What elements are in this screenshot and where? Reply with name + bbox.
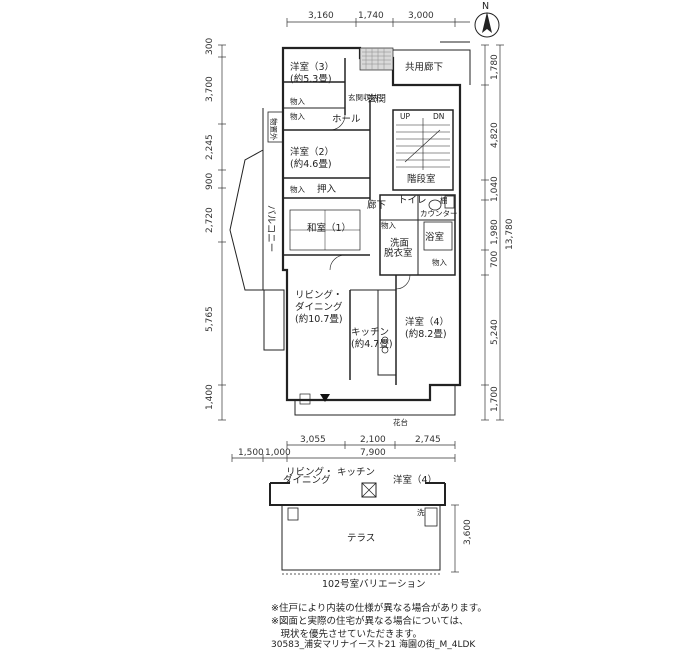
room-closet-2: 物入 (290, 96, 305, 106)
dim-variation: 3,600 (463, 519, 473, 545)
room-oshiire: 押入 (317, 183, 337, 195)
room-flower-stand: 花台 (393, 417, 408, 427)
variation-wash: 洗 (417, 507, 425, 517)
room-common-corridor: 共用廊下 (405, 61, 443, 73)
dim-top-3: 3,000 (408, 11, 434, 21)
room-western4-size: (約8.2畳) (405, 328, 447, 340)
dim-bottom-2: 2,100 (360, 435, 386, 445)
room-western3-size: (約5.3畳) (290, 73, 332, 85)
dim-left-4: 900 (205, 173, 215, 190)
dim-left-1: 300 (205, 38, 215, 55)
room-western3-name: 洋室（3） (290, 61, 334, 73)
variation-western4: 洋室（4） (393, 474, 437, 486)
note-line-1: ※住戸により内装の仕様が異なる場合があります。 (271, 603, 487, 614)
footer-code: 30583_浦安マリナイースト21 海園の街_M_4LDK (271, 640, 476, 650)
variation-kitchen: キッチン (337, 467, 375, 478)
room-entrance: 玄関 (367, 93, 386, 105)
variation-living-name: リビング・ (286, 466, 334, 478)
dim-bottom-total: 7,900 (360, 448, 386, 458)
hatched-storage (359, 47, 394, 71)
variation-caption: 102号室バリエーション (322, 578, 425, 590)
dim-right-total: 13,780 (505, 218, 515, 250)
room-shoe-storage: 玄関収納 (348, 92, 378, 102)
dim-left-5: 2,720 (205, 207, 215, 233)
dim-top-2: 1,740 (358, 11, 384, 21)
room-stairwell: 階段室 (407, 173, 436, 185)
entry-triangle-icon (320, 394, 330, 402)
dim-left-6: 5,765 (205, 306, 215, 332)
room-corridor: 廊下 (367, 199, 386, 211)
room-living-name2: ダイニング (295, 301, 343, 313)
dim-bottom-5: 1,000 (265, 448, 291, 458)
room-living-name: リビング・ (295, 289, 343, 301)
north-label: N (482, 1, 489, 12)
dim-bottom-4: 1,500 (238, 448, 264, 458)
stair-up-label: UP (400, 112, 410, 121)
room-kitchen-size: (約4.7畳) (351, 338, 393, 350)
room-kitchen-name: キッチン (351, 327, 389, 338)
north-arrow-icon (474, 12, 500, 38)
room-western2-name: 洋室（2） (290, 146, 334, 158)
room-shelf: 棚 (440, 195, 448, 205)
dim-bottom-1: 3,055 (300, 435, 326, 445)
room-living-size: (約10.7畳) (295, 313, 343, 325)
room-western4-name: 洋室（4） (405, 316, 449, 328)
room-closet-1: 物入 (290, 184, 305, 194)
room-outdoor-storage: 物置外 (269, 118, 279, 141)
dim-left-7: 1,400 (205, 384, 215, 410)
dim-left-2: 3,700 (205, 76, 215, 102)
dim-bottom-3: 2,745 (415, 435, 441, 445)
room-japanese1: 和室（1） (307, 222, 351, 234)
room-closet-4: 物入 (381, 220, 396, 230)
room-hall: ホール (332, 114, 361, 125)
room-dressing: 脱衣室 (384, 247, 413, 259)
room-toilet: トイレ (398, 195, 427, 206)
variation-terrace: テラス (347, 533, 375, 544)
room-closet-5: 物入 (432, 257, 447, 267)
variation-living-name2: ダイニング (283, 474, 331, 486)
note-line-2: ※図面と実際の住宅が異なる場合については、 (271, 616, 469, 627)
dim-right-2: 4,820 (490, 122, 500, 148)
room-balcony: バルコニー (265, 205, 276, 252)
room-western2-size: (約4.6畳) (290, 158, 332, 170)
dim-right-1: 1,780 (490, 54, 500, 80)
dim-right-5: 700 (490, 251, 500, 268)
dim-right-3: 1,040 (490, 176, 500, 202)
dim-right-6: 5,240 (490, 319, 500, 345)
room-washroom: 洗面 (390, 237, 409, 249)
dim-top-1: 3,160 (308, 11, 334, 21)
dim-right-4: 1,980 (490, 219, 500, 245)
note-line-3: 現状を優先させていただきます。 (271, 629, 423, 640)
stair-dn-label: DN (433, 112, 444, 121)
room-bathroom: 浴室 (425, 231, 444, 243)
dim-left-3: 2,245 (205, 134, 215, 160)
room-counter: カウンター (420, 209, 458, 218)
room-closet-3: 物入 (290, 111, 305, 121)
dim-right-7: 1,700 (490, 386, 500, 412)
